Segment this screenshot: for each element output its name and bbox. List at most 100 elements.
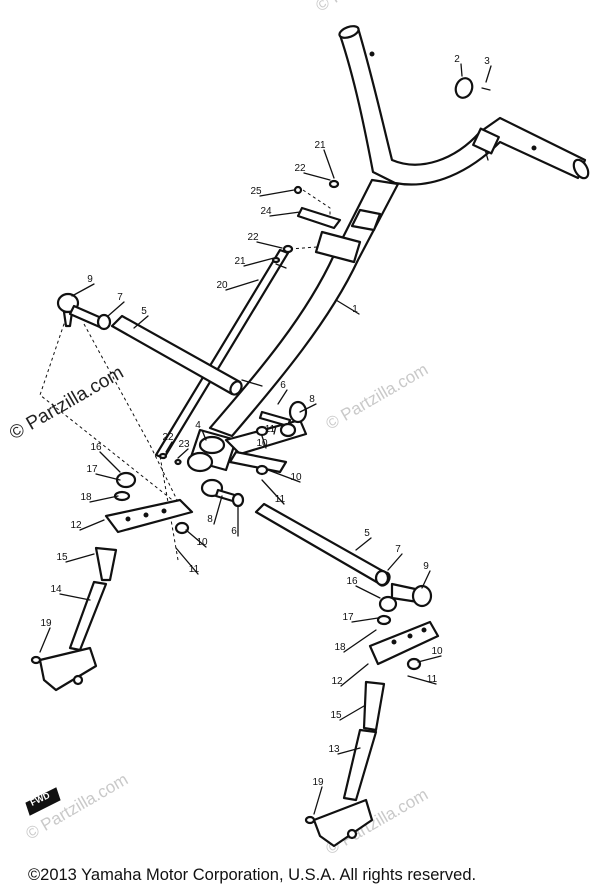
callout-leader-line	[355, 537, 372, 551]
callout-18a: 18	[80, 492, 119, 503]
callout-leader-line	[133, 315, 149, 329]
callout-number: 19	[312, 777, 324, 788]
callout-22b: 22	[247, 232, 283, 249]
column-arm-assembly	[186, 418, 308, 498]
copyright-notice: ©2013 Yamaha Motor Corporation, U.S.A. A…	[28, 866, 477, 884]
callout-11a: 11	[265, 424, 277, 435]
callout-leader-line	[259, 189, 295, 197]
callout-5a: 5	[133, 306, 149, 329]
right-knuckle-arm	[368, 595, 440, 671]
callout-leader-line	[407, 675, 437, 685]
lower-right-shaft	[254, 502, 391, 587]
callout-number: 5	[141, 306, 147, 317]
callout-leader-line	[243, 257, 275, 267]
upper-left-shaft	[110, 314, 243, 396]
callout-19b: 19	[312, 777, 324, 815]
handlebar	[338, 25, 590, 186]
callout-10d: 10	[417, 646, 443, 663]
callout-leader-line	[303, 172, 331, 181]
callout-leader-line	[79, 519, 105, 531]
callout-number: 22	[247, 232, 259, 243]
callout-leader-line	[213, 495, 223, 525]
callout-9a: 9	[71, 274, 95, 297]
callout-leader-line	[299, 403, 317, 413]
callout-leader-line	[323, 149, 335, 179]
callout-15a: 15	[56, 552, 95, 563]
callout-22a: 22	[294, 163, 331, 181]
callout-leader-line	[485, 65, 492, 83]
callout-leader-line	[417, 655, 442, 663]
callout-13: 13	[328, 744, 361, 755]
callout-number: 10	[431, 646, 443, 657]
callout-leader-line	[59, 593, 91, 601]
callout-leader-line	[175, 547, 199, 575]
watermark-top-right: © Partzilla.com	[313, 0, 422, 15]
callout-leader-line	[177, 448, 189, 459]
callout-leader-line	[351, 617, 379, 623]
callout-16b: 16	[346, 576, 381, 599]
callout-6a: 6	[277, 380, 288, 405]
callout-23: 23	[177, 439, 190, 459]
callout-number: 11	[427, 674, 438, 685]
callout-leader-line	[225, 279, 259, 291]
callout-10b: 10	[267, 469, 302, 483]
callout-number: 8	[309, 394, 315, 405]
callout-number: 22	[294, 163, 306, 174]
left-spindle	[38, 546, 118, 692]
callout-19a: 19	[39, 618, 52, 653]
callout-8b: 8	[207, 495, 223, 525]
callout-leader-line	[313, 786, 323, 815]
callout-leader-line	[261, 435, 267, 449]
callout-number: 15	[56, 552, 68, 563]
callout-leader-line	[267, 469, 301, 483]
callout-number: 14	[50, 584, 62, 595]
callout-number: 8	[207, 514, 213, 525]
callout-17b: 17	[342, 612, 379, 623]
callout-14: 14	[50, 584, 91, 601]
callout-leader-line	[107, 301, 125, 317]
callout-7a: 7	[107, 292, 125, 317]
watermark-left-dark: © Partzilla.com	[6, 362, 127, 444]
callout-number: 6	[280, 380, 286, 391]
callout-leader-line	[335, 299, 360, 315]
callout-5b: 5	[355, 528, 372, 551]
hardware	[30, 77, 491, 825]
callout-number: 11	[265, 424, 276, 435]
watermark-mid-right: © Partzilla.com	[323, 360, 432, 434]
callout-number: 17	[86, 464, 98, 475]
callout-number: 23	[178, 439, 190, 450]
callout-4: 4	[195, 420, 207, 441]
callout-leader-line	[387, 553, 403, 571]
callout-leader-line	[95, 473, 121, 481]
callout-number: 16	[90, 442, 102, 453]
callout-10c: 10	[185, 529, 208, 548]
callout-number: 11	[275, 494, 286, 505]
callout-15b: 15	[330, 705, 365, 721]
callout-number: 6	[231, 526, 237, 537]
callout-10a: 10	[256, 435, 268, 449]
callout-leader-line	[340, 663, 369, 687]
callout-number: 15	[330, 710, 342, 721]
callout-number: 18	[334, 642, 346, 653]
callout-number: 7	[395, 544, 401, 555]
callout-leader-line	[269, 211, 301, 217]
callout-number: 10	[290, 472, 302, 483]
callout-20: 20	[216, 279, 259, 291]
callout-leader-line	[201, 429, 207, 441]
callout-11b: 11	[261, 479, 286, 505]
left-knuckle-arm	[104, 471, 194, 534]
callout-number: 22	[162, 432, 174, 443]
callout-3: 3	[484, 56, 492, 83]
callout-24: 24	[260, 206, 301, 217]
callout-leader-line	[261, 479, 285, 505]
callout-leader-line	[277, 389, 288, 405]
callout-16a: 16	[90, 442, 121, 473]
callout-number: 18	[80, 492, 92, 503]
callout-9b: 9	[421, 561, 431, 589]
callout-1: 1	[335, 299, 360, 315]
callout-number: 9	[423, 561, 429, 572]
callout-leader-line	[89, 495, 119, 503]
